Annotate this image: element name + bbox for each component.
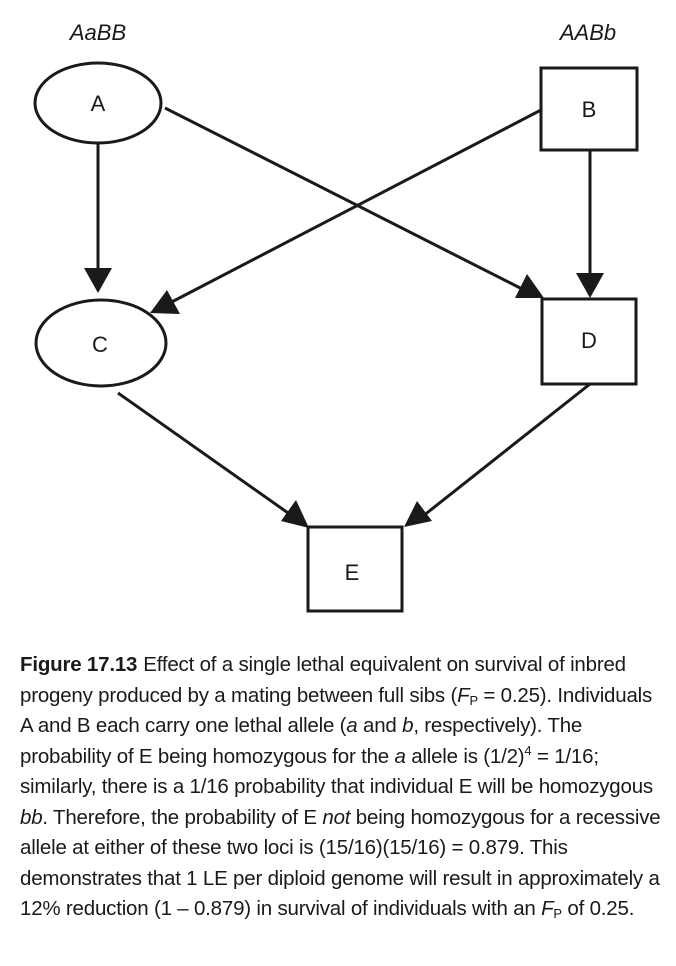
arrowhead-c-to-e	[281, 500, 309, 528]
node-c-label: C	[92, 332, 108, 357]
allele-b: b	[402, 714, 414, 737]
fp-variable-second: F	[541, 897, 554, 920]
caption-text-2: = 0.25). Individuals A and B each carry …	[20, 683, 653, 738]
caption-text-1: Effect of a single lethal equivalent on …	[20, 653, 626, 707]
arrowhead-b-to-d	[576, 273, 604, 298]
node-b-label: B	[582, 97, 597, 122]
node-a: A	[33, 61, 163, 145]
not-emphasis: not	[322, 805, 351, 829]
arrowhead-a-to-d	[515, 274, 544, 298]
node-e-label: E	[345, 560, 360, 585]
genotype-label-b: AABb	[558, 20, 616, 45]
power-superscript: 4	[524, 742, 532, 758]
figure-label: Figure 17.13	[20, 653, 138, 676]
fp-subscript-second: P	[553, 906, 562, 921]
node-e: E	[306, 525, 404, 613]
edge-d-to-e	[417, 382, 591, 522]
arrowhead-a-to-c	[84, 268, 112, 293]
edge-a-to-d	[164, 106, 533, 296]
arrowhead-d-to-e	[404, 501, 432, 527]
node-d: D	[540, 297, 638, 386]
caption-text-5: allele is (1/2)	[405, 744, 525, 768]
allele-a: a	[346, 714, 358, 737]
edge-c-to-e	[117, 391, 299, 522]
caption-text-4: , respectively). The probability of E be…	[20, 714, 583, 768]
fp-subscript: P	[469, 692, 478, 708]
fp-variable: F	[457, 683, 470, 707]
node-a-label: A	[91, 91, 106, 116]
pedigree-diagram: AaBB AABb A B C D E	[33, 20, 639, 613]
edge-b-to-c	[163, 108, 542, 308]
node-b: B	[539, 66, 639, 152]
caption-text-9: of 0.25.	[561, 897, 635, 920]
caption-text-3: and	[357, 714, 403, 737]
node-d-label: D	[581, 328, 597, 353]
caption-text-7: . Therefore, the probability of E	[42, 805, 323, 829]
genotype-label-a: AaBB	[68, 20, 126, 45]
caption-text-6: = 1/16; similarly, there is a 1/16 proba…	[20, 744, 653, 799]
pedigree-edges	[84, 106, 604, 528]
caption-text-8: being homozygous for a recessive allele …	[20, 805, 661, 921]
node-c: C	[34, 298, 168, 388]
arrowhead-b-to-c	[150, 290, 180, 314]
allele-a-second: a	[394, 744, 406, 768]
genotype-bb: bb	[20, 805, 43, 829]
